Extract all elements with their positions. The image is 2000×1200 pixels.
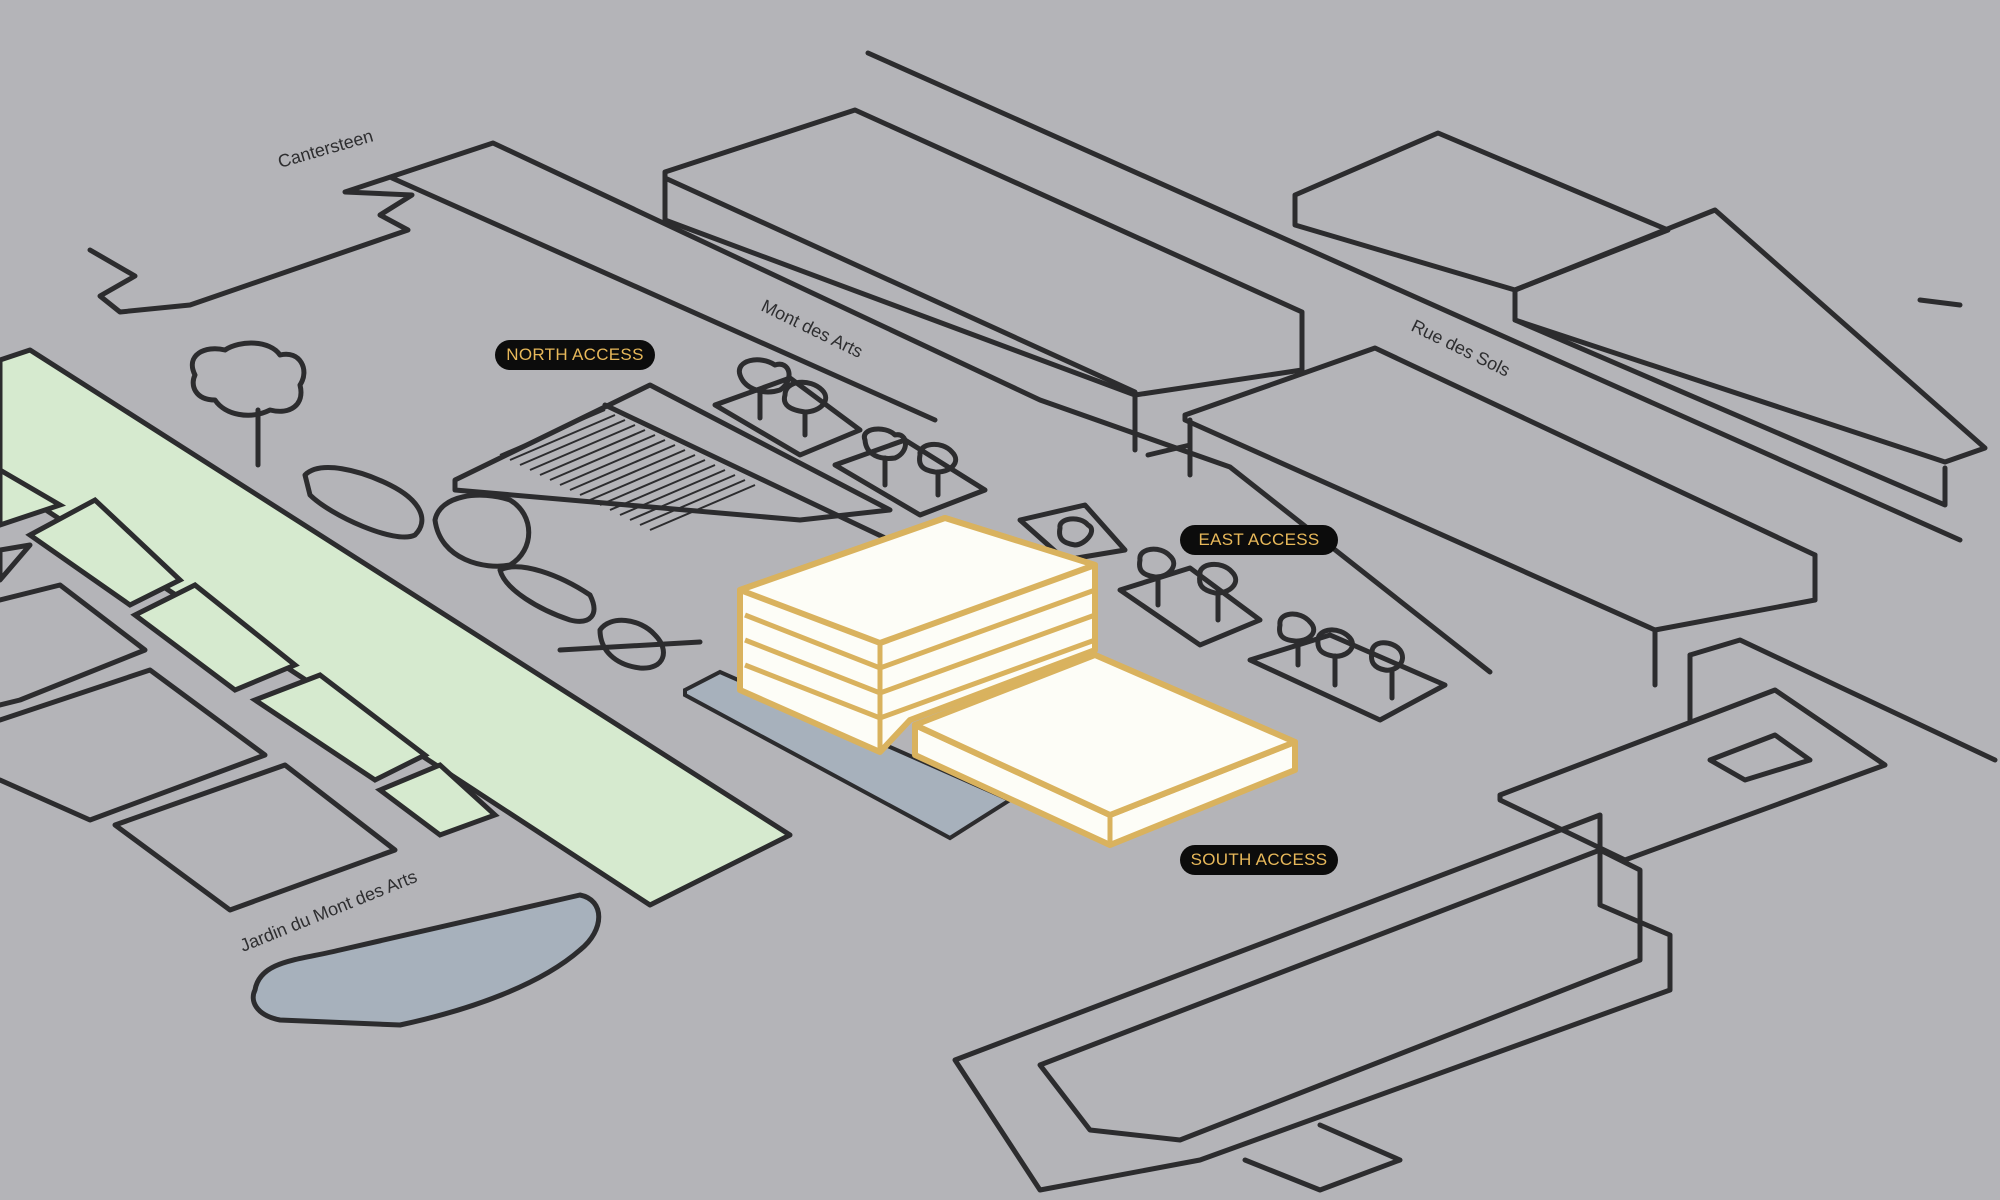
plot-1 — [0, 542, 33, 583]
building-bottom-right — [952, 812, 1673, 1193]
tree-large — [189, 340, 307, 468]
shrub-4 — [597, 617, 666, 671]
street-edge-mont-des-arts — [389, 175, 938, 423]
terrace-4 — [249, 672, 430, 783]
road-edge-stub — [1917, 297, 1963, 308]
stairs-plaza — [452, 382, 893, 523]
shrub-base-line — [557, 639, 703, 653]
building-far-right — [1687, 637, 1998, 763]
plaza-far-right — [1497, 687, 1888, 863]
street-outline-cantersteen — [87, 140, 1493, 675]
tree-group-d — [1137, 546, 1239, 623]
plot-3 — [0, 667, 268, 823]
building-top-right-b-base — [1512, 317, 1948, 508]
tree-group-a — [736, 357, 829, 438]
shrub-1 — [302, 465, 425, 540]
terrace-3 — [130, 582, 300, 693]
project-building-tower-roof — [737, 515, 1098, 646]
lawn-strip — [0, 347, 793, 908]
street-label-cantersteen: Cantersteen — [276, 126, 376, 172]
stairs-edge — [602, 402, 903, 548]
planter-2 — [832, 437, 988, 518]
plot-4 — [112, 762, 398, 913]
planter-3 — [1017, 502, 1128, 563]
project-building-podium-top — [912, 652, 1298, 818]
planter-5 — [1247, 632, 1448, 723]
tree-group-b — [861, 426, 959, 498]
building-top-central — [662, 107, 1305, 398]
project-building — [737, 515, 1298, 848]
plaza-far-right-inner — [1707, 732, 1813, 783]
label-south-access: SOUTH ACCESS — [1180, 845, 1338, 875]
label-east-access: EAST ACCESS — [1180, 525, 1338, 555]
terrace-2 — [25, 496, 185, 608]
building-bottom-right-inner — [1037, 847, 1643, 1143]
building-top-right-b — [1512, 207, 1988, 465]
shrub-3 — [497, 564, 597, 624]
building-mid-right-stub — [1145, 442, 1193, 458]
shrub-2 — [432, 492, 532, 569]
label-north-access: NORTH ACCESS — [495, 340, 655, 370]
tree-group-e — [1277, 611, 1405, 701]
planter-4 — [1117, 565, 1263, 648]
street-label-mont-des-arts: Mont des Arts — [758, 296, 866, 362]
planter-1 — [712, 375, 863, 458]
building-bottom-right-annex — [1242, 1122, 1403, 1193]
pond — [250, 892, 602, 1028]
terrace-5 — [375, 762, 500, 838]
terrace-1 — [0, 467, 67, 528]
building-top-central-edge — [662, 175, 1138, 395]
road-edge-north — [865, 50, 1963, 543]
plot-2 — [0, 582, 148, 708]
tree-group-c — [1057, 516, 1095, 548]
water-strip — [683, 669, 1015, 841]
stairs — [499, 409, 756, 531]
